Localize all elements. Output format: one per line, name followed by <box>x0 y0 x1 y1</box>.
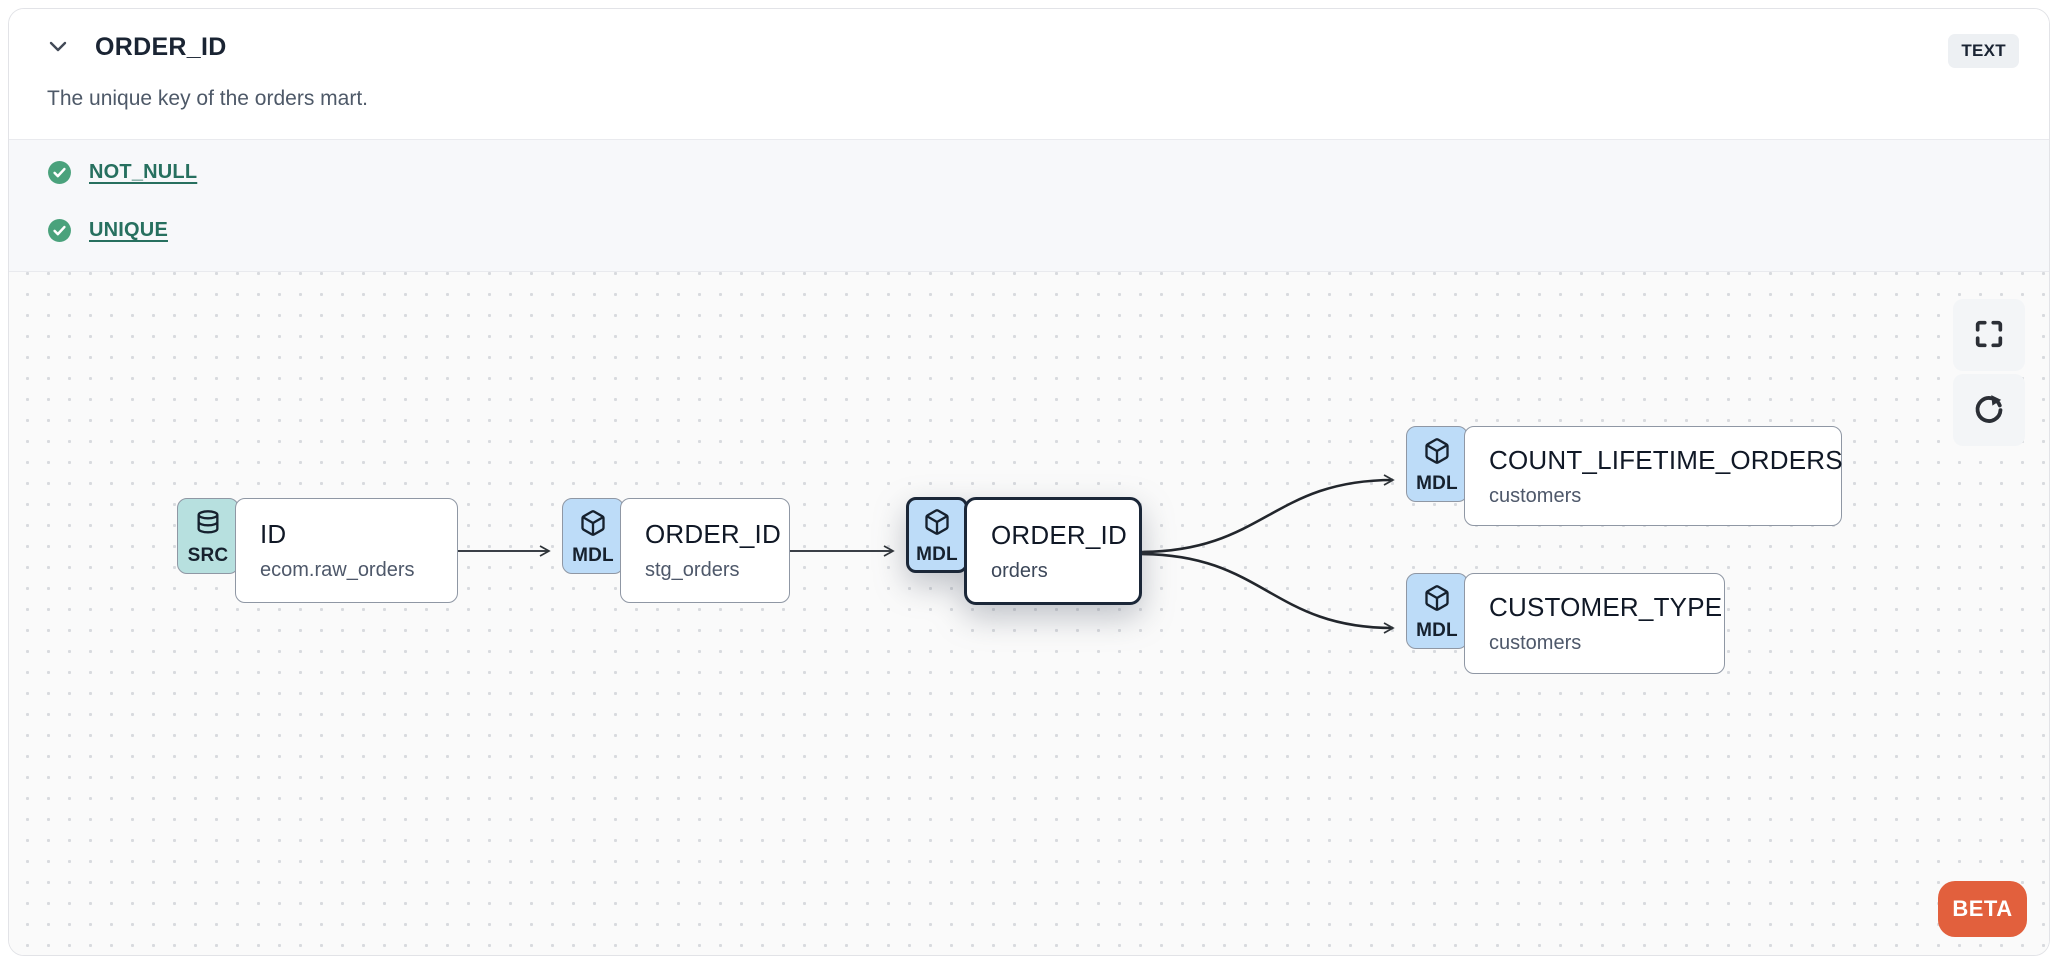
lineage-node-source[interactable]: SRC ID ecom.raw_orders <box>177 498 458 603</box>
node-title: COUNT_LIFETIME_ORDERS <box>1489 444 1843 475</box>
test-link-unique[interactable]: UNIQUE <box>89 219 168 241</box>
title-row: ORDER_ID <box>45 33 227 62</box>
lineage-node-count-lifetime-orders[interactable]: MDL COUNT_LIFETIME_ORDERS customers <box>1406 426 1843 526</box>
node-type-badge-mdl: MDL <box>1406 573 1468 649</box>
node-badge-label: MDL <box>572 545 614 566</box>
node-subtitle: ecom.raw_orders <box>260 559 415 581</box>
node-badge-label: MDL <box>916 544 958 565</box>
refresh-icon <box>1972 392 2006 429</box>
node-subtitle: orders <box>991 559 1048 582</box>
node-card: CUSTOMER_TYPE customers <box>1464 573 1725 674</box>
column-header: ORDER_ID TEXT The unique key of the orde… <box>9 9 2049 139</box>
test-link-not-null[interactable]: NOT_NULL <box>89 161 198 183</box>
collapse-toggle[interactable] <box>45 35 71 61</box>
check-circle-icon <box>47 218 72 243</box>
database-icon <box>194 509 222 542</box>
cube-icon <box>923 508 951 541</box>
beta-button[interactable]: BETA <box>1938 881 2027 937</box>
column-title: ORDER_ID <box>95 33 227 61</box>
edge-orders-to-count <box>1139 474 1395 554</box>
node-title: ORDER_ID <box>645 519 781 549</box>
node-card: ORDER_ID stg_orders <box>620 498 790 603</box>
lineage-edges <box>454 474 1395 634</box>
canvas-controls <box>1953 299 2025 446</box>
column-type-badge: TEXT <box>1948 34 2019 68</box>
node-badge-label: MDL <box>1416 620 1458 641</box>
column-description: The unique key of the orders mart. <box>47 87 368 110</box>
refresh-button[interactable] <box>1953 374 2025 446</box>
fullscreen-icon <box>1972 317 2006 354</box>
fullscreen-button[interactable] <box>1953 299 2025 371</box>
column-lineage-panel: ORDER_ID TEXT The unique key of the orde… <box>8 8 2050 956</box>
node-card: COUNT_LIFETIME_ORDERS customers <box>1464 426 1843 526</box>
test-row-unique: UNIQUE <box>47 218 168 243</box>
node-subtitle: customers <box>1489 632 1582 654</box>
edge-orders-to-customer-type <box>1139 552 1395 634</box>
node-type-badge-mdl: MDL <box>906 497 968 573</box>
node-card: ID ecom.raw_orders <box>235 498 458 603</box>
node-title: CUSTOMER_TYPE <box>1489 592 1723 622</box>
lineage-canvas[interactable]: SRC ID ecom.raw_orders MDL ORDER_ID stg_… <box>9 272 2049 955</box>
node-type-badge-src: SRC <box>177 498 239 574</box>
node-badge-label: SRC <box>187 545 229 566</box>
node-subtitle: customers <box>1489 484 1582 507</box>
node-type-badge-mdl: MDL <box>562 498 624 574</box>
test-row-not-null: NOT_NULL <box>47 160 197 185</box>
chevron-down-icon <box>46 34 70 61</box>
node-title: ID <box>260 519 287 549</box>
tests-section: NOT_NULL UNIQUE <box>9 139 2049 272</box>
cube-icon <box>1423 584 1451 617</box>
node-subtitle: stg_orders <box>645 559 740 581</box>
lineage-node-orders-selected[interactable]: MDL ORDER_ID orders <box>906 497 1142 605</box>
node-card: ORDER_ID orders <box>964 497 1142 605</box>
check-circle-icon <box>47 160 72 185</box>
cube-icon <box>579 509 607 542</box>
node-type-badge-mdl: MDL <box>1406 426 1468 502</box>
node-badge-label: MDL <box>1416 473 1458 494</box>
lineage-node-stg-orders[interactable]: MDL ORDER_ID stg_orders <box>562 498 790 603</box>
cube-icon <box>1423 437 1451 470</box>
lineage-node-customer-type[interactable]: MDL CUSTOMER_TYPE customers <box>1406 573 1725 674</box>
node-title: ORDER_ID <box>991 519 1127 550</box>
